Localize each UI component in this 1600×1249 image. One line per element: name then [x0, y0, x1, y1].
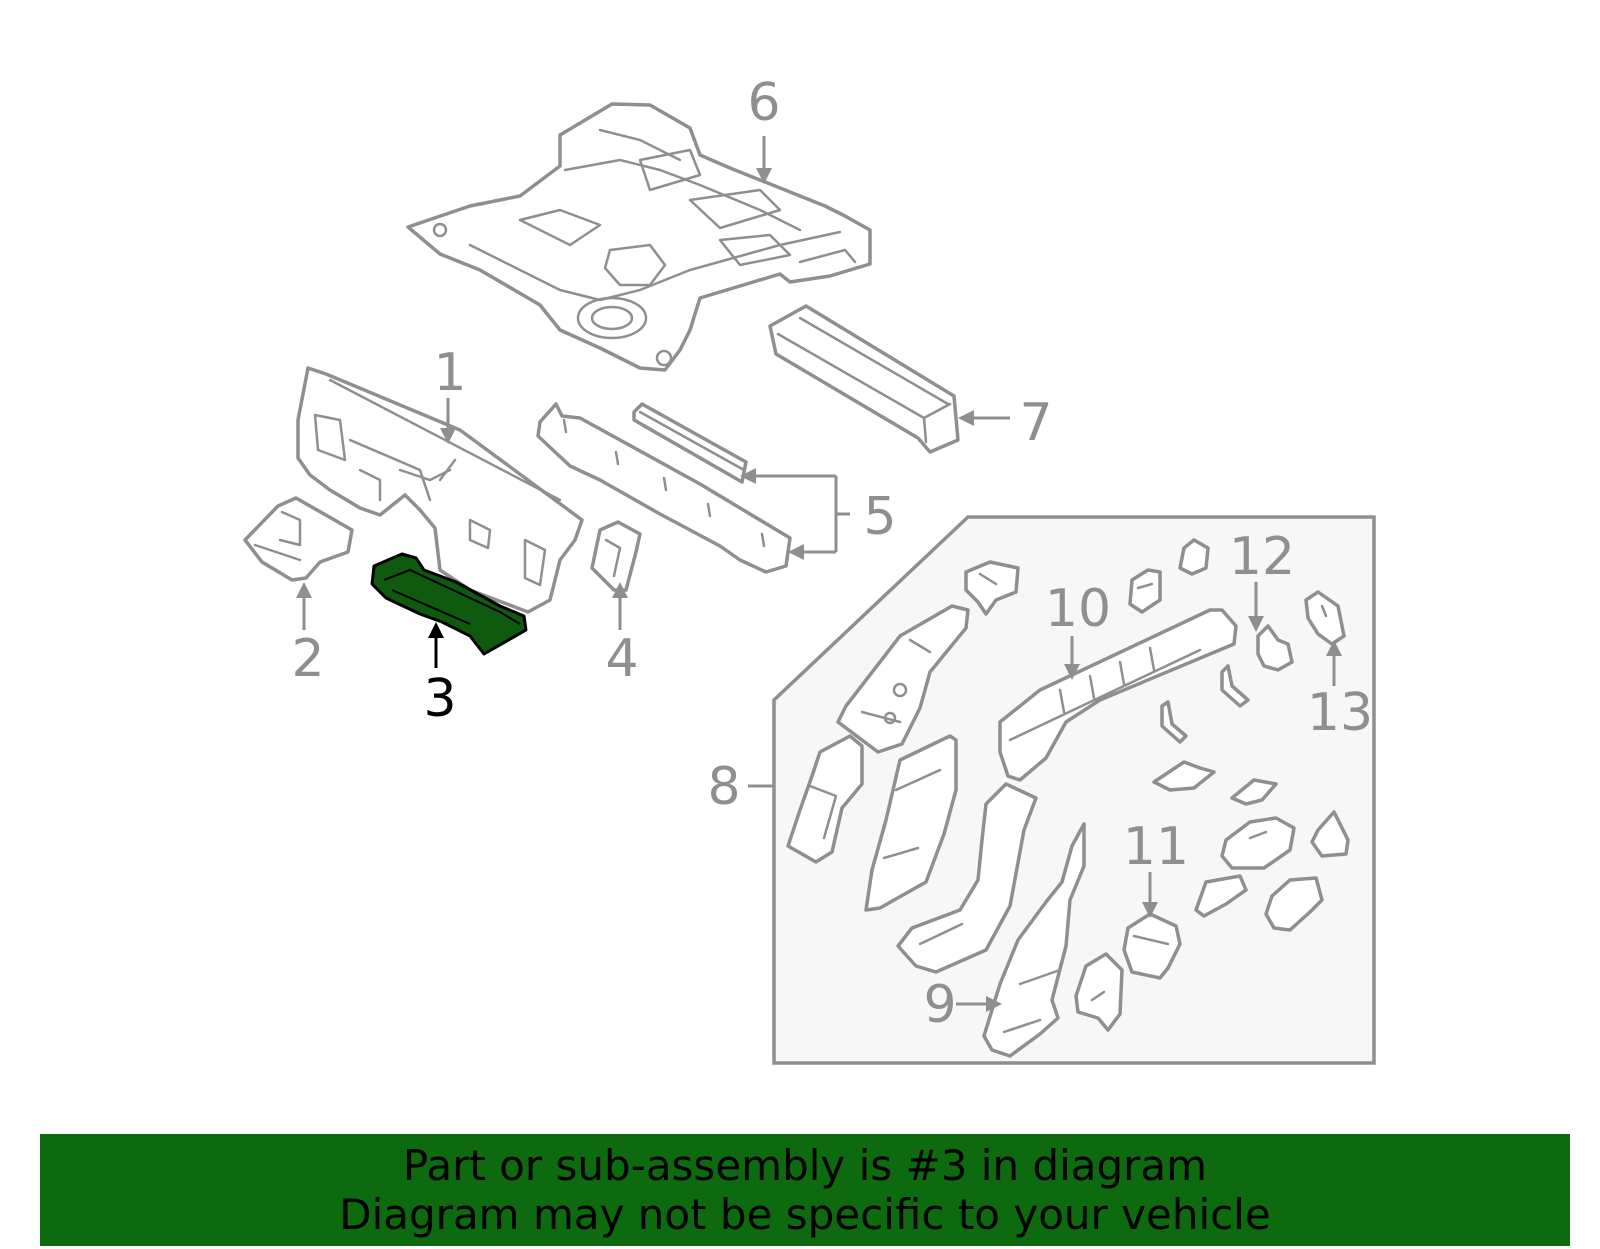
part-3-highlighted — [370, 552, 528, 656]
part-5-reinforcements — [536, 402, 792, 574]
callout-7: 7 — [1019, 393, 1052, 453]
leader-lines — [296, 136, 1342, 1012]
inset-box-part-8 — [772, 515, 1376, 1065]
callout-2: 2 — [291, 629, 324, 689]
banner-line-part-number: Part or sub-assembly is #3 in diagram — [402, 1141, 1208, 1190]
callout-9: 9 — [923, 975, 956, 1035]
callout-11: 11 — [1123, 817, 1189, 877]
callout-8: 8 — [707, 757, 740, 817]
banner-line-disclaimer: Diagram may not be specific to your vehi… — [339, 1190, 1271, 1239]
part-4-bracket — [590, 520, 642, 592]
info-banner: Part or sub-assembly is #3 in diagram Di… — [40, 1134, 1570, 1246]
callout-5: 5 — [863, 487, 896, 547]
callout-13: 13 — [1307, 683, 1373, 743]
callout-3: 3 — [423, 669, 456, 729]
callout-12: 12 — [1229, 527, 1295, 587]
callout-1: 1 — [433, 343, 466, 403]
callout-4: 4 — [605, 629, 638, 689]
part-6-rear-floor-pan — [406, 102, 872, 372]
callout-labels: 6 1 7 5 2 3 4 8 9 10 11 12 13 — [291, 73, 1373, 1035]
callout-10: 10 — [1045, 579, 1111, 639]
callout-6: 6 — [747, 73, 780, 133]
part-7-crossmember — [768, 304, 960, 454]
part-1-rear-panel — [296, 366, 584, 614]
part-2-bracket — [243, 496, 354, 582]
